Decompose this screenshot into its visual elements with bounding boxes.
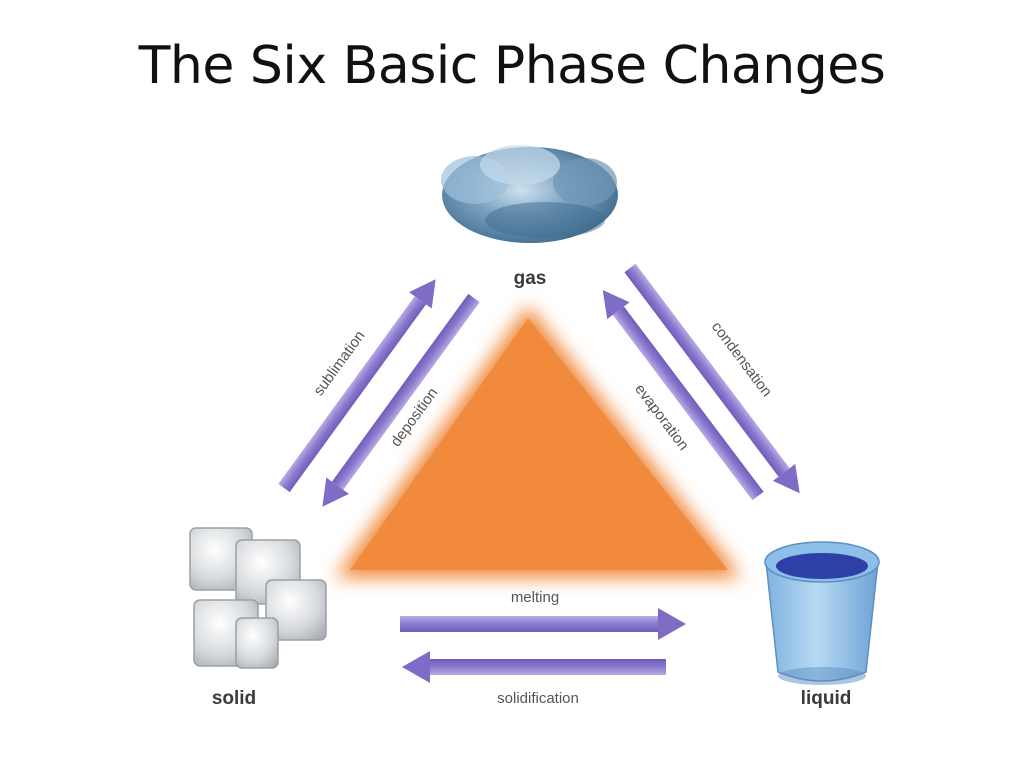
solidification-label: solidification: [497, 690, 579, 707]
condensation-arrow: [624, 263, 800, 494]
solid-label: solid: [212, 688, 256, 709]
deposition-arrow: [322, 293, 480, 507]
melting-label: melting: [511, 589, 559, 606]
liquid-cup-icon: [764, 541, 880, 685]
solidification-arrow: [402, 651, 666, 683]
solid-ice-cubes-icon: [189, 527, 327, 669]
melting-arrow: [400, 608, 686, 640]
sublimation-arrow: [278, 279, 436, 493]
gas-label: gas: [514, 268, 547, 289]
liquid-label: liquid: [801, 688, 852, 709]
slide-title: The Six Basic Phase Changes: [138, 36, 886, 96]
evaporation-arrow: [602, 289, 764, 501]
gas-cloud-icon: [441, 145, 618, 243]
